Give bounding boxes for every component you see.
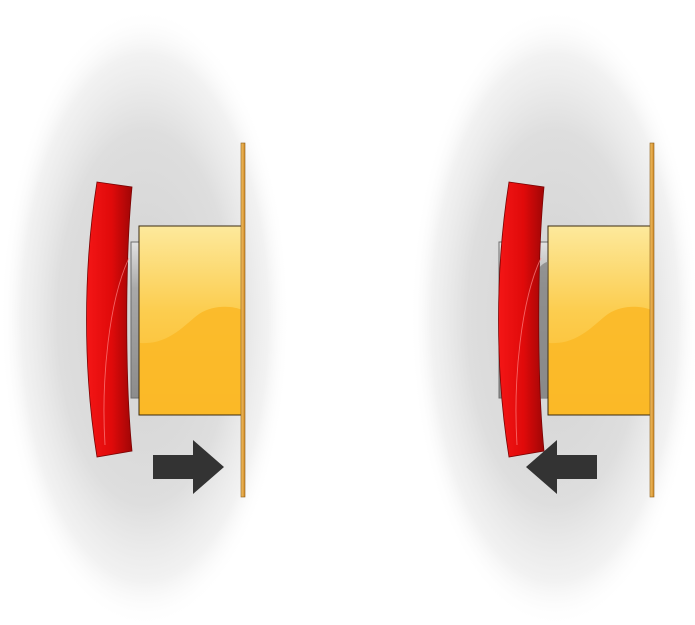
mounting-plate: [649, 142, 655, 498]
cap-body: [498, 181, 545, 458]
mounting-plate: [240, 142, 246, 498]
arrow-left-icon: [526, 440, 597, 494]
housing-shade: [549, 306, 651, 414]
panel-state-pressed: [0, 8, 290, 625]
panel-state-released: [410, 8, 695, 625]
housing: [138, 225, 244, 416]
panels-group: [0, 8, 695, 625]
arrow-right-icon: [153, 440, 224, 494]
cap-body: [86, 181, 133, 458]
red-cap: [498, 181, 545, 458]
housing-shade: [140, 306, 242, 414]
housing: [547, 225, 653, 416]
cap-highlight: [103, 257, 130, 446]
cap-highlight: [515, 257, 542, 446]
red-cap: [86, 181, 133, 458]
